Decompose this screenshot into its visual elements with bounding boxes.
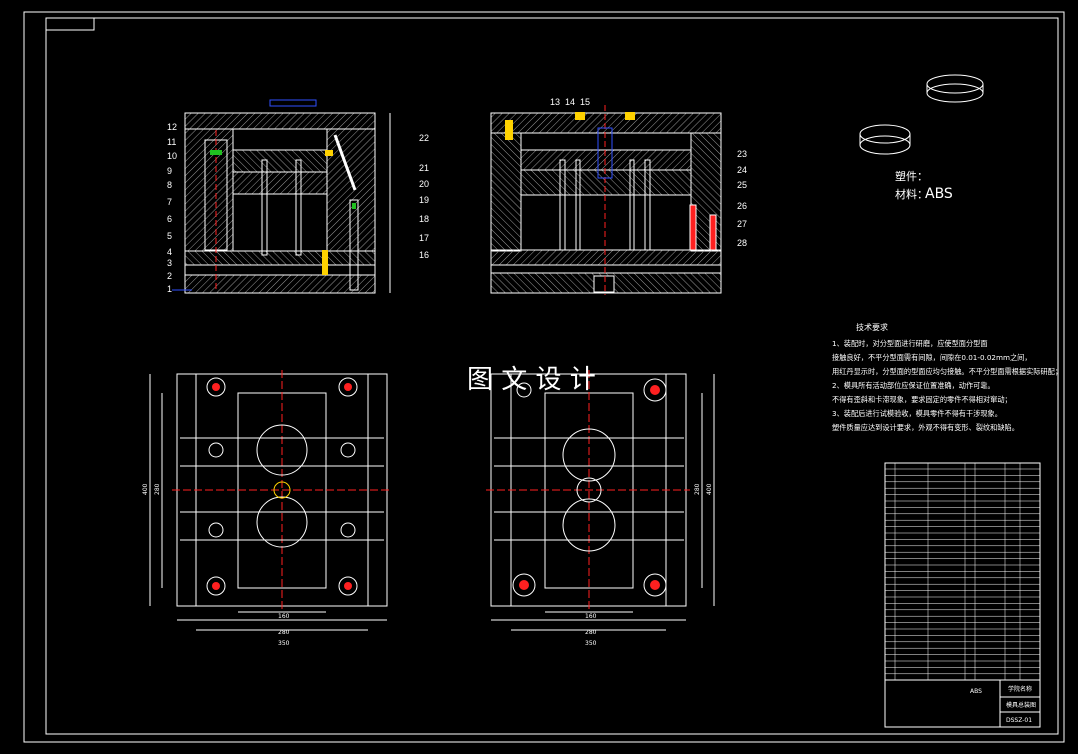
- tech-line: 接触良好，不平分型面需有间隙，间隙在0.01-0.02mm之间，: [832, 353, 1032, 362]
- callout: 2: [167, 271, 172, 281]
- callout: 14: [565, 97, 575, 107]
- callout: 9: [167, 166, 172, 176]
- callout: 1: [167, 284, 172, 294]
- callout: 22: [419, 133, 429, 143]
- dim-text: 280: [585, 629, 597, 636]
- callouts-right-view-top: 13 14 15: [550, 97, 590, 107]
- watermark-text: 图 文 设 计: [467, 365, 596, 395]
- title-school: 学院名称: [1008, 685, 1032, 693]
- left-section-view: [172, 99, 391, 294]
- title-material: ABS: [970, 688, 982, 695]
- callout: 11: [167, 137, 176, 147]
- callout: 25: [737, 180, 747, 190]
- callout: 6: [167, 214, 172, 224]
- callout: 18: [419, 214, 429, 224]
- inner-frame: [45, 17, 1059, 735]
- dim-text: 280: [154, 483, 161, 495]
- callout: 8: [167, 180, 172, 190]
- dim-text: 280: [278, 629, 290, 636]
- callout: 27: [737, 219, 747, 229]
- callout: 13: [550, 97, 560, 107]
- outer-frame: [23, 11, 1065, 743]
- right-plan-view: [486, 370, 715, 631]
- dim-text: 400: [142, 483, 149, 495]
- callout: 3: [167, 258, 172, 268]
- callout: 24: [737, 165, 747, 175]
- callout: 15: [580, 97, 590, 107]
- callout: 28: [737, 238, 747, 248]
- dim-text: 350: [278, 640, 290, 647]
- callouts-left: 12 11 10 9 8 7 6 5 4 3 2 1: [167, 122, 177, 294]
- right-section-view: [490, 105, 722, 295]
- callout: 21: [419, 163, 429, 173]
- dimensions: 160 280 350 160 280 350 400 280 280 400: [142, 483, 713, 647]
- dim-text: 350: [585, 640, 597, 647]
- callout: 10: [167, 151, 177, 161]
- tech-line: 3、装配后进行试模验收，模具零件不得有干涉现象。: [832, 409, 1002, 418]
- callout: 16: [419, 250, 429, 260]
- tech-line: 1、装配时，对分型面进行研磨，应使型面分型面: [832, 339, 988, 348]
- callout: 5: [167, 231, 172, 241]
- tech-line: 用红丹显示时，分型面的型面应均匀接触。不平分型面需根据实际研配；: [832, 367, 1062, 376]
- tech-line: 2、模具所有活动部位应保证位置准确，动作可靠。: [832, 381, 995, 390]
- title-block: [884, 462, 1041, 728]
- dim-text: 400: [706, 483, 713, 495]
- callout: 4: [167, 247, 172, 257]
- tech-line: 不得有歪斜和卡滞现象，要求固定的零件不得相对窜动；: [832, 395, 1012, 404]
- material-value: ABS: [925, 186, 953, 202]
- title-drawing-name: 模具总装图: [1006, 701, 1036, 709]
- callout: 23: [737, 149, 747, 159]
- tech-title: 技术要求: [856, 322, 888, 332]
- material-label: 材料：: [895, 187, 928, 201]
- dim-text: 280: [694, 483, 701, 495]
- part-isometric: [859, 74, 984, 155]
- callouts-right-view-right: 23 24 25 26 27 28: [737, 149, 747, 248]
- title-drawing-no: DSSZ-01: [1006, 717, 1032, 724]
- callout: 26: [737, 201, 747, 211]
- dim-text: 160: [585, 613, 597, 620]
- callout: 17: [419, 233, 429, 243]
- dim-text: 160: [278, 613, 290, 620]
- callout: 12: [167, 122, 177, 132]
- part-label: 塑件：: [895, 169, 928, 183]
- tech-requirements: 技术要求 1、装配时，对分型面进行研磨，应使型面分型面 接触良好，不平分型面需有…: [832, 322, 1062, 432]
- corner-box: [45, 17, 95, 31]
- left-plan-view: [149, 370, 392, 631]
- callout: 20: [419, 179, 429, 189]
- callout: 7: [167, 197, 172, 207]
- tech-line: 塑件质量应达到设计要求，外观不得有变形、裂纹和缺陷。: [832, 423, 1019, 432]
- callouts-left-view-right: 22 21 20 19 18 17 16: [419, 133, 429, 260]
- callout: 19: [419, 195, 429, 205]
